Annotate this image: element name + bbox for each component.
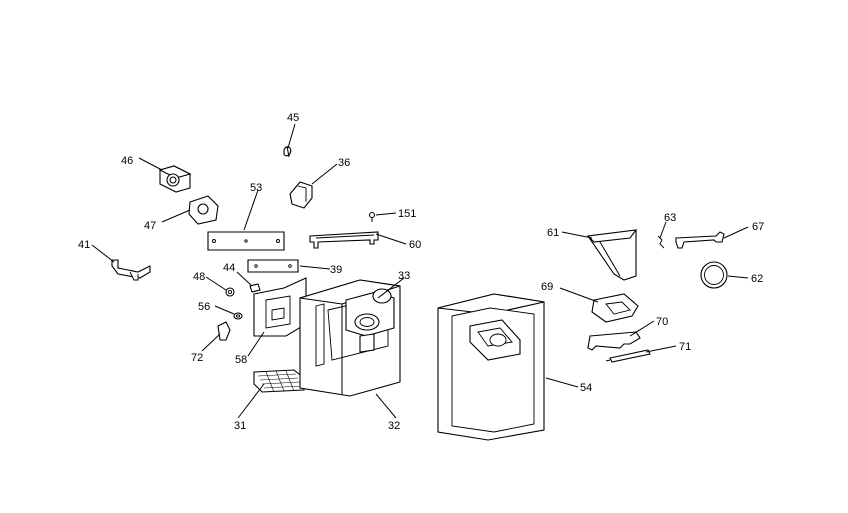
label-71: 71 bbox=[679, 341, 691, 353]
part-48-grommet bbox=[225, 287, 235, 297]
part-53-plate bbox=[207, 231, 285, 251]
label-56: 56 bbox=[198, 301, 210, 313]
label-39: 39 bbox=[330, 264, 342, 276]
leader-lines bbox=[91, 123, 749, 419]
label-53: 53 bbox=[250, 182, 262, 194]
label-36: 36 bbox=[338, 157, 350, 169]
label-67: 67 bbox=[752, 221, 764, 233]
label-31: 31 bbox=[234, 420, 246, 432]
label-72: 72 bbox=[191, 352, 203, 364]
part-61-chute-funnel bbox=[586, 229, 638, 281]
part-45-clip bbox=[283, 145, 292, 158]
part-72-clip bbox=[217, 321, 231, 341]
label-45: 45 bbox=[287, 112, 299, 124]
part-41-lever bbox=[111, 259, 151, 281]
label-60: 60 bbox=[409, 239, 421, 251]
label-58: 58 bbox=[235, 354, 247, 366]
part-63-pin bbox=[657, 235, 665, 249]
part-70-lever-arm bbox=[587, 331, 641, 351]
part-69-chute-door bbox=[591, 293, 639, 323]
part-60-bar bbox=[309, 231, 379, 249]
label-62: 62 bbox=[751, 273, 763, 285]
label-32: 32 bbox=[388, 420, 400, 432]
part-58-housing-panel bbox=[253, 277, 307, 337]
label-69: 69 bbox=[541, 281, 553, 293]
part-47-bracket bbox=[188, 195, 219, 225]
part-33-chute-assembly bbox=[345, 288, 395, 353]
part-46-knob bbox=[158, 165, 192, 193]
label-44: 44 bbox=[223, 262, 235, 274]
part-31-drip-tray bbox=[253, 369, 305, 393]
label-47: 47 bbox=[144, 220, 156, 232]
part-39-bar bbox=[247, 259, 299, 273]
label-70: 70 bbox=[656, 316, 668, 328]
label-63: 63 bbox=[664, 212, 676, 224]
part-44-tab bbox=[249, 283, 261, 293]
label-48: 48 bbox=[193, 271, 205, 283]
part-56-washer bbox=[233, 312, 243, 320]
callout-labels: 45 46 36 53 47 151 60 41 44 39 33 48 56 … bbox=[78, 112, 764, 432]
label-33: 33 bbox=[398, 270, 410, 282]
label-46: 46 bbox=[121, 155, 133, 167]
part-62-ring bbox=[700, 261, 728, 289]
label-61: 61 bbox=[547, 227, 559, 239]
part-54-front-panel bbox=[437, 293, 545, 441]
part-71-rod bbox=[605, 349, 651, 363]
part-151-screw bbox=[368, 211, 376, 222]
label-151: 151 bbox=[398, 208, 416, 220]
part-67-bracket bbox=[675, 231, 725, 249]
part-36-bracket bbox=[289, 181, 313, 209]
label-54: 54 bbox=[580, 382, 592, 394]
label-41: 41 bbox=[78, 239, 90, 251]
